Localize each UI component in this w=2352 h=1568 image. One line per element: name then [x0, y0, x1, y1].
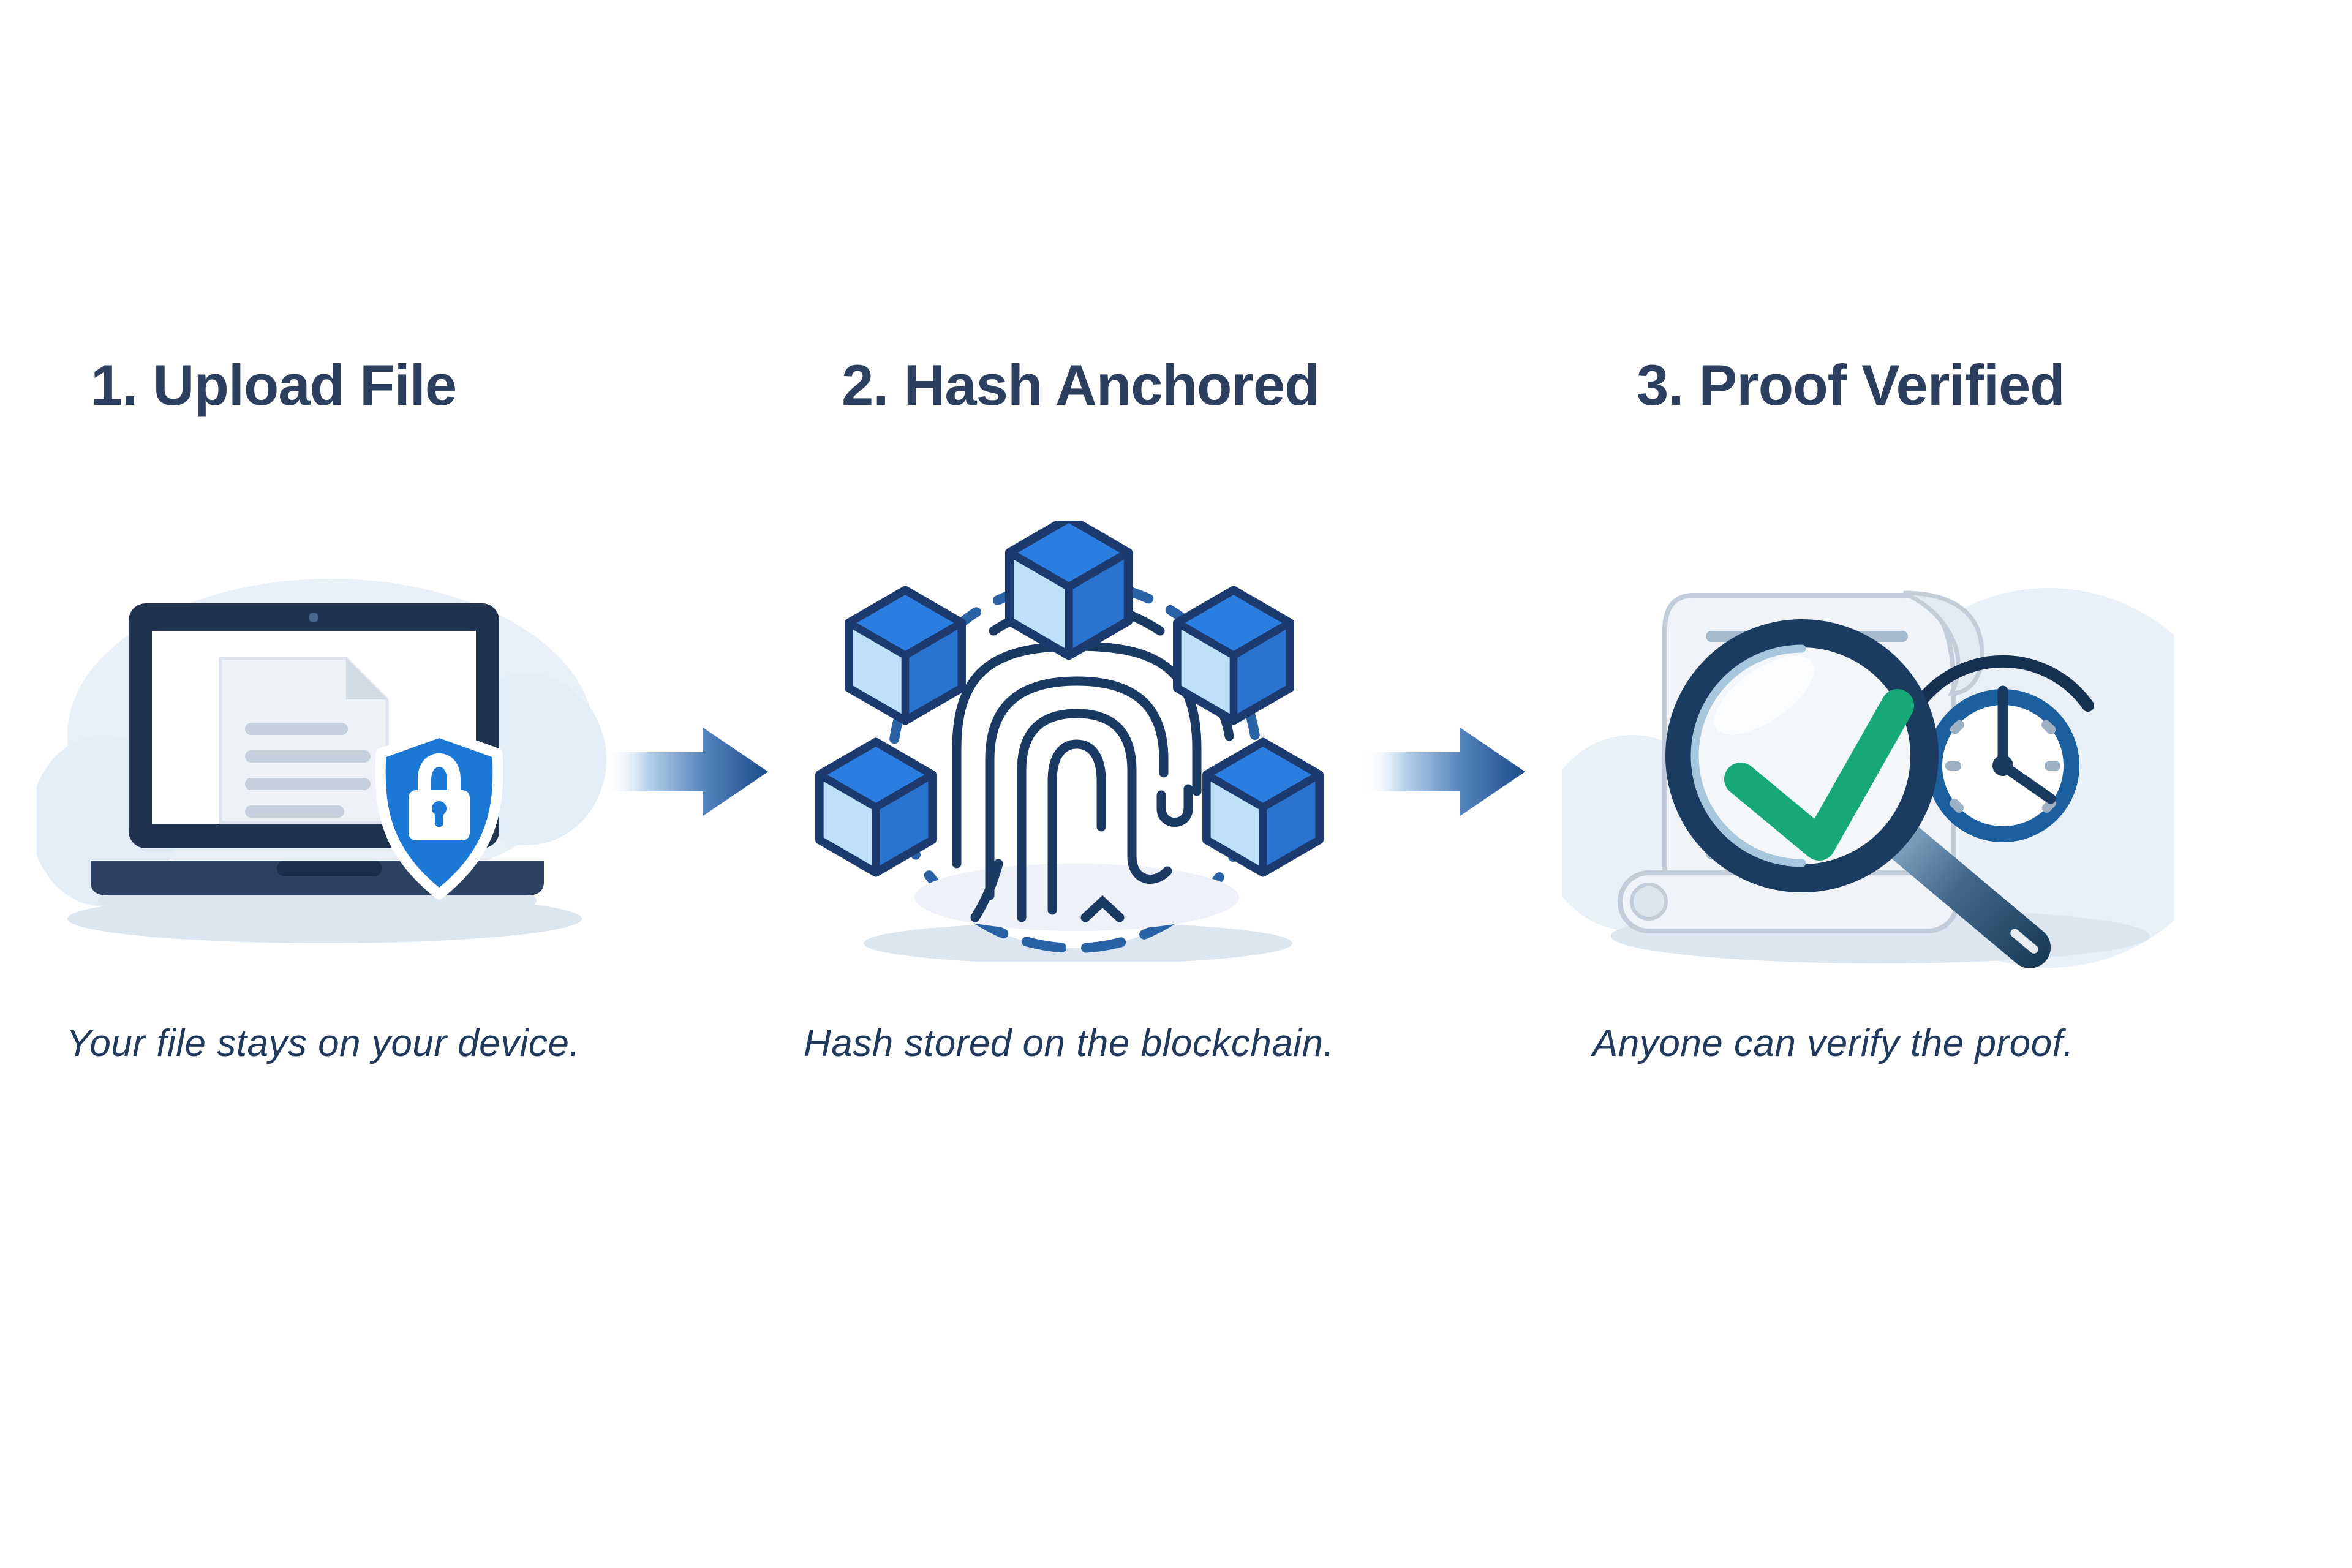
step-2-title: 2. Hash Anchored: [842, 353, 1320, 417]
check-icon: [1724, 689, 1914, 861]
step-1-caption: Your file stays on your device.: [66, 1022, 581, 1065]
document-icon: [219, 657, 389, 824]
proof-verified-illustration: [1562, 588, 2174, 968]
blockchain-cube-icon: [1207, 742, 1319, 872]
ground-shadow: [67, 894, 582, 943]
blockchain-cube-icon: [1009, 521, 1128, 655]
clock-icon: [1912, 655, 2094, 842]
step-3-caption: Anyone can verify the proof.: [1593, 1022, 2075, 1065]
blockchain-cube-icon: [1177, 590, 1290, 720]
shield-lock-icon: [375, 727, 503, 900]
step-3-title: 3. Proof Verified: [1637, 353, 2065, 417]
inner-shading: [914, 864, 1239, 931]
step-2-caption: Hash stored on the blockchain.: [804, 1022, 1335, 1065]
blockchain-cube-icon: [849, 590, 962, 720]
magnifier-icon: [1665, 619, 2051, 968]
upload-file-illustration: [37, 579, 606, 943]
arrow-right-icon: [606, 728, 768, 816]
arrow-right-icon: [1363, 728, 1525, 816]
webcam-dot-icon: [309, 612, 318, 622]
magnifier-handle: [1881, 819, 2051, 968]
step-1-title: 1. Upload File: [91, 353, 457, 417]
blockchain-cube-icon: [820, 742, 932, 872]
hash-anchored-illustration: [796, 521, 1378, 962]
lens-gloss: [1714, 655, 1814, 735]
